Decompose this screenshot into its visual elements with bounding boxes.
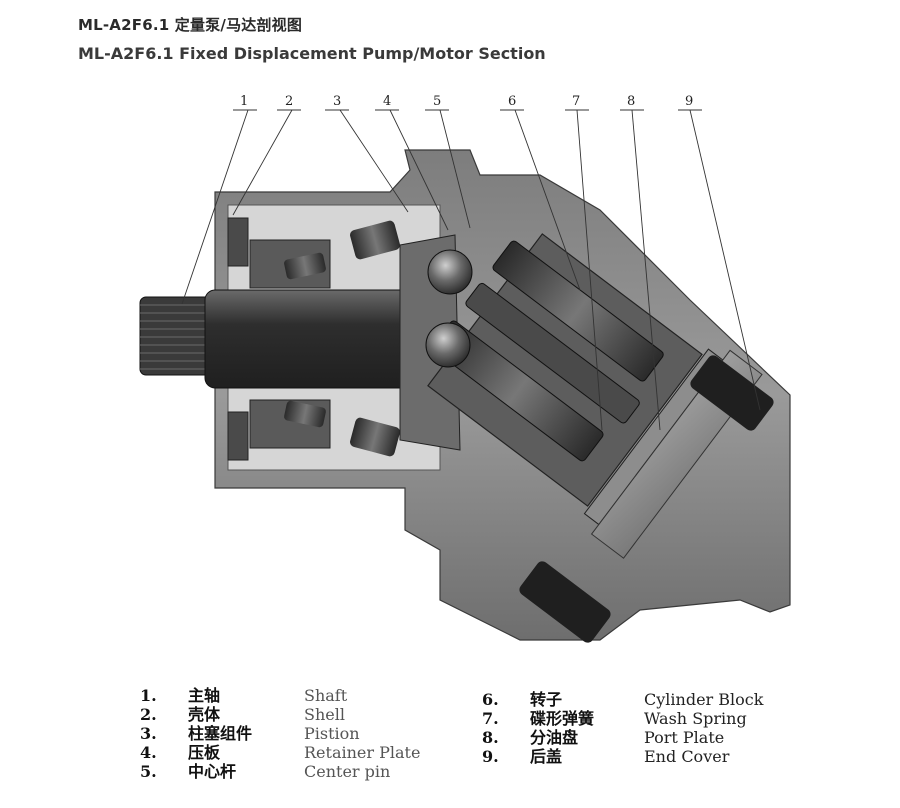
callout-leaders xyxy=(181,109,761,431)
upper-roller-big xyxy=(350,220,400,260)
bolt-lower xyxy=(519,561,611,643)
callout-3: 3 xyxy=(333,94,341,109)
lower-seal xyxy=(227,411,249,461)
shaft-spline xyxy=(139,296,213,376)
callout-2: 2 xyxy=(285,94,293,109)
callout-7: 7 xyxy=(572,94,580,109)
callout-4: 4 xyxy=(383,94,391,109)
title-english: ML-A2F6.1 Fixed Displacement Pump/Motor … xyxy=(78,44,546,63)
upper-roller xyxy=(284,252,326,280)
lower-roller-big xyxy=(350,417,400,457)
piston-ball-upper xyxy=(427,249,473,295)
bolt-upper xyxy=(690,355,774,431)
piston-center xyxy=(465,282,640,424)
piston-upper xyxy=(492,240,664,382)
lower-roller xyxy=(284,400,326,428)
callout-1: 1 xyxy=(240,94,248,109)
callout-9: 9 xyxy=(685,94,693,109)
callout-8: 8 xyxy=(627,94,635,109)
title-chinese: ML-A2F6.1 定量泵/马达剖视图 xyxy=(78,16,303,34)
upper-seal xyxy=(227,217,249,267)
piston-ball-lower xyxy=(425,322,471,368)
callout-5: 5 xyxy=(433,94,441,109)
callout-6: 6 xyxy=(508,94,516,109)
